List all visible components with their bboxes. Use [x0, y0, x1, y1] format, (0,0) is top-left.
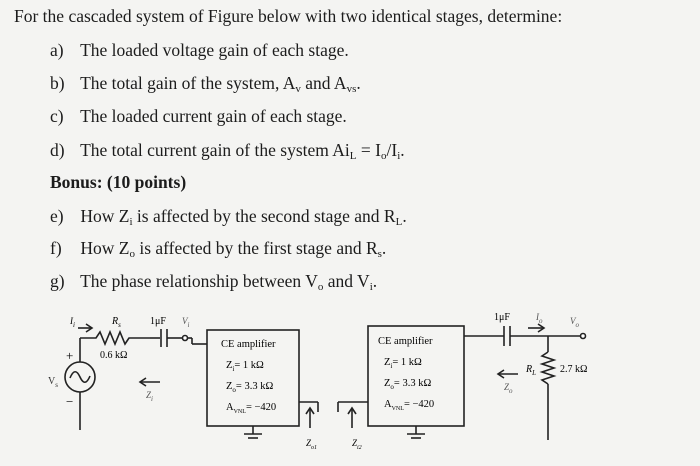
- item-d: d) The total current gain of the system …: [50, 140, 405, 162]
- rl-label: RL: [525, 364, 536, 377]
- rl-value: 2.7 kΩ: [560, 364, 587, 375]
- item-label: g): [50, 271, 65, 291]
- item-label: c): [50, 106, 64, 126]
- stage2-title: CE amplifier: [378, 336, 433, 347]
- item-text: The loaded current gain of each stage.: [80, 106, 347, 126]
- rs-value: 0.6 kΩ: [100, 350, 127, 361]
- io-label: Io: [535, 312, 543, 325]
- item-label: f): [50, 238, 62, 258]
- item-f: f) How Zo is affected by the first stage…: [50, 238, 387, 260]
- zi2-label: Zi2: [352, 438, 362, 451]
- stage1-title: CE amplifier: [221, 339, 276, 350]
- item-text: and A: [300, 73, 347, 93]
- item-c: c) The loaded current gain of each stage…: [50, 106, 347, 127]
- item-sub: o: [317, 281, 324, 293]
- item-e: e) How Zi is affected by the second stag…: [50, 206, 407, 228]
- rs-label: Rs: [111, 316, 121, 329]
- item-label: a): [50, 40, 64, 60]
- item-text: The total current gain of the system Ai: [80, 140, 350, 160]
- bonus-heading: Bonus: (10 points): [50, 172, 187, 192]
- item-sub: L: [395, 216, 403, 228]
- item-sub: o: [380, 150, 387, 162]
- item-text: is affected by the first stage and R: [134, 238, 378, 258]
- item-sub: o: [129, 248, 135, 260]
- item-sub: i: [129, 216, 133, 228]
- item-sub: i: [369, 281, 373, 293]
- item-sub: i: [397, 150, 401, 162]
- item-g: g) The phase relationship between Vo and…: [50, 271, 378, 293]
- item-text: How Z: [80, 206, 130, 226]
- item-sub: s: [377, 248, 382, 260]
- item-text: .: [372, 271, 378, 291]
- zo-label: Zo: [504, 382, 513, 395]
- stage1-zo: Zo= 3.3 kΩ: [226, 381, 273, 394]
- item-text: .: [400, 140, 405, 160]
- item-label: e): [50, 206, 64, 226]
- cascaded-amplifier-figure: + − Vs Ii Rs 0.6 kΩ 1μF Vi Zi CE amplifi…: [48, 312, 587, 451]
- vo-label: Vo: [570, 316, 580, 329]
- stage2-av: AVNL= −420: [384, 399, 434, 412]
- item-text: .: [356, 73, 361, 93]
- stage2-zi: Zi= 1 kΩ: [384, 357, 422, 370]
- vi-label: Vi: [182, 316, 190, 329]
- cap-in-label: 1μF: [150, 316, 166, 327]
- zo1-label: Zo1: [306, 438, 317, 451]
- minus-sign: −: [66, 394, 73, 409]
- stage2-zo: Zo= 3.3 kΩ: [384, 378, 431, 391]
- item-text: and V: [323, 271, 370, 291]
- cap-out-label: 1μF: [494, 312, 510, 323]
- ii-label: Ii: [69, 316, 75, 329]
- item-sub: L: [349, 150, 357, 162]
- item-sub: v: [295, 83, 301, 95]
- item-text: /I: [386, 140, 398, 160]
- item-text: is affected by the second stage and R: [132, 206, 396, 226]
- item-text: .: [381, 238, 387, 258]
- item-text: The loaded voltage gain of each stage.: [80, 40, 349, 60]
- vs-label: Vs: [48, 376, 58, 389]
- item-text: .: [402, 206, 407, 226]
- zi-label: Zi: [146, 390, 153, 403]
- item-a: a) The loaded voltage gain of each stage…: [50, 40, 349, 61]
- item-label: d): [50, 140, 65, 160]
- item-text: The phase relationship between V: [80, 271, 318, 291]
- item-label: b): [50, 73, 65, 93]
- item-text: The total gain of the system, A: [80, 73, 296, 93]
- plus-sign: +: [66, 348, 73, 363]
- stage1-av: AVNL= −420: [226, 402, 276, 415]
- item-text: = I: [356, 140, 381, 160]
- item-b: b) The total gain of the system, Av and …: [50, 73, 361, 95]
- stage1-zi: Zi= 1 kΩ: [226, 360, 264, 373]
- question-intro: For the cascaded system of Figure below …: [14, 6, 563, 26]
- item-text: How Z: [80, 238, 130, 258]
- item-sub: vs: [346, 83, 357, 95]
